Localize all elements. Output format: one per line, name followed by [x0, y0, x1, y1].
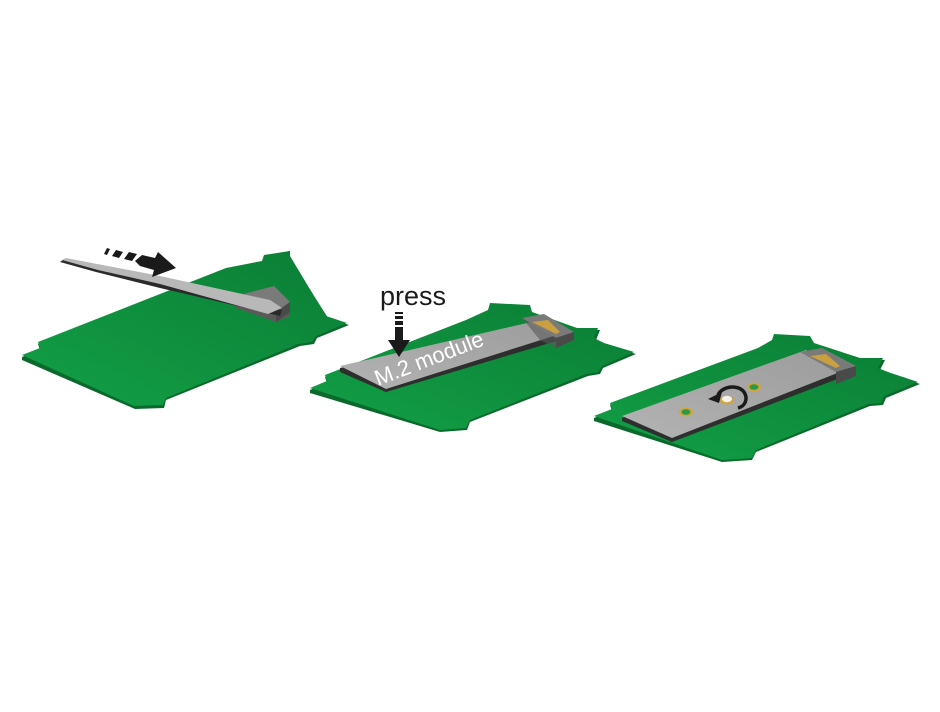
screw-hole-left-icon — [679, 407, 693, 417]
rotate-arrow-icon — [708, 385, 748, 410]
step-3-fasten — [594, 334, 920, 462]
m2-module-angled — [60, 258, 282, 316]
step-2-press: M.2 module press — [310, 281, 636, 432]
screw-icon — [720, 395, 734, 405]
m2-connector — [522, 314, 574, 348]
dashed-arrow-down-icon — [388, 312, 410, 357]
m2-connector — [800, 348, 856, 384]
screw-hole-right-icon — [747, 382, 761, 392]
press-label: press — [380, 281, 446, 311]
step-1-insert — [22, 248, 349, 409]
dashed-arrow-right-icon — [104, 248, 176, 277]
adapter-board — [22, 251, 347, 406]
